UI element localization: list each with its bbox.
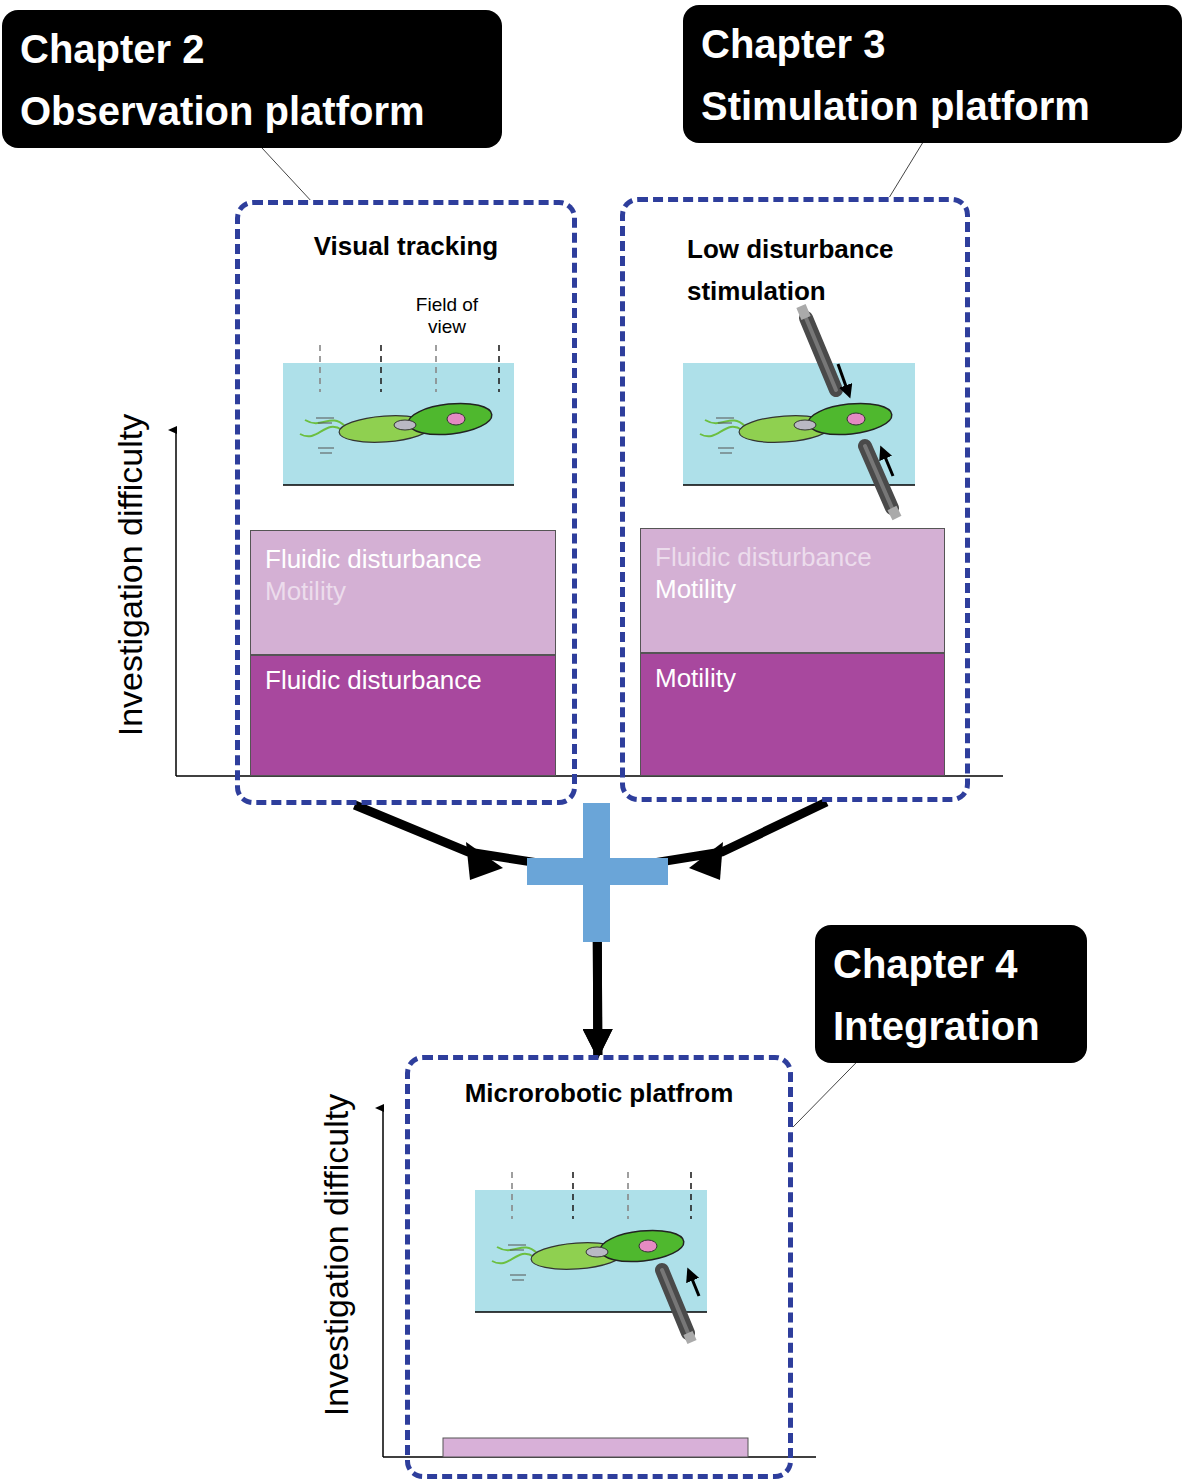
platform-box: Visual trackingFluidic disturbanceMotili… bbox=[235, 200, 577, 805]
axis-label: Investigation difficulty bbox=[110, 365, 150, 785]
chapter-label: Chapter 3 Stimulation platform bbox=[683, 5, 1182, 143]
box-title: Low disturbance stimulation bbox=[687, 228, 947, 312]
bar-label: Fluidic disturbance bbox=[265, 664, 541, 696]
chapter-label: Chapter 2 Observation platform bbox=[2, 10, 502, 148]
chapter-title: Chapter 2 Observation platform bbox=[20, 18, 438, 142]
platform-box: Low disturbance stimulationFluidic distu… bbox=[620, 197, 970, 802]
flow-arrow bbox=[597, 802, 827, 1055]
arrow-head bbox=[689, 842, 723, 880]
axis-label: Investigation difficulty bbox=[316, 1045, 356, 1465]
arrow-head bbox=[466, 842, 503, 880]
difficulty-bar: Motility bbox=[640, 653, 945, 776]
bar-label: Motility bbox=[265, 575, 541, 607]
chapter-title: Chapter 4 Integration bbox=[833, 933, 1069, 1057]
difficulty-bar: Fluidic disturbanceMotility bbox=[640, 528, 945, 653]
platform-box: Microrobotic platfrom bbox=[405, 1055, 793, 1479]
box-title: Visual tracking bbox=[240, 229, 572, 263]
flow-arrow bbox=[355, 805, 598, 1055]
chapter-label: Chapter 4 Integration bbox=[815, 925, 1087, 1063]
difficulty-bar: Fluidic disturbanceMotility bbox=[250, 530, 556, 655]
leader-line bbox=[262, 148, 310, 200]
bar-label: Fluidic disturbance bbox=[265, 543, 541, 575]
leader-line bbox=[890, 143, 923, 197]
difficulty-bar: Fluidic disturbance bbox=[250, 655, 556, 776]
leader-line bbox=[793, 1063, 856, 1127]
field-of-view-label: Field of view bbox=[405, 294, 489, 338]
bar-label: Motility bbox=[655, 662, 930, 694]
bar-label: Motility bbox=[655, 573, 930, 605]
chapter-title: Chapter 3 Stimulation platform bbox=[701, 13, 1102, 137]
box-title: Microrobotic platfrom bbox=[410, 1076, 788, 1110]
bar-label: Fluidic disturbance bbox=[655, 541, 930, 573]
